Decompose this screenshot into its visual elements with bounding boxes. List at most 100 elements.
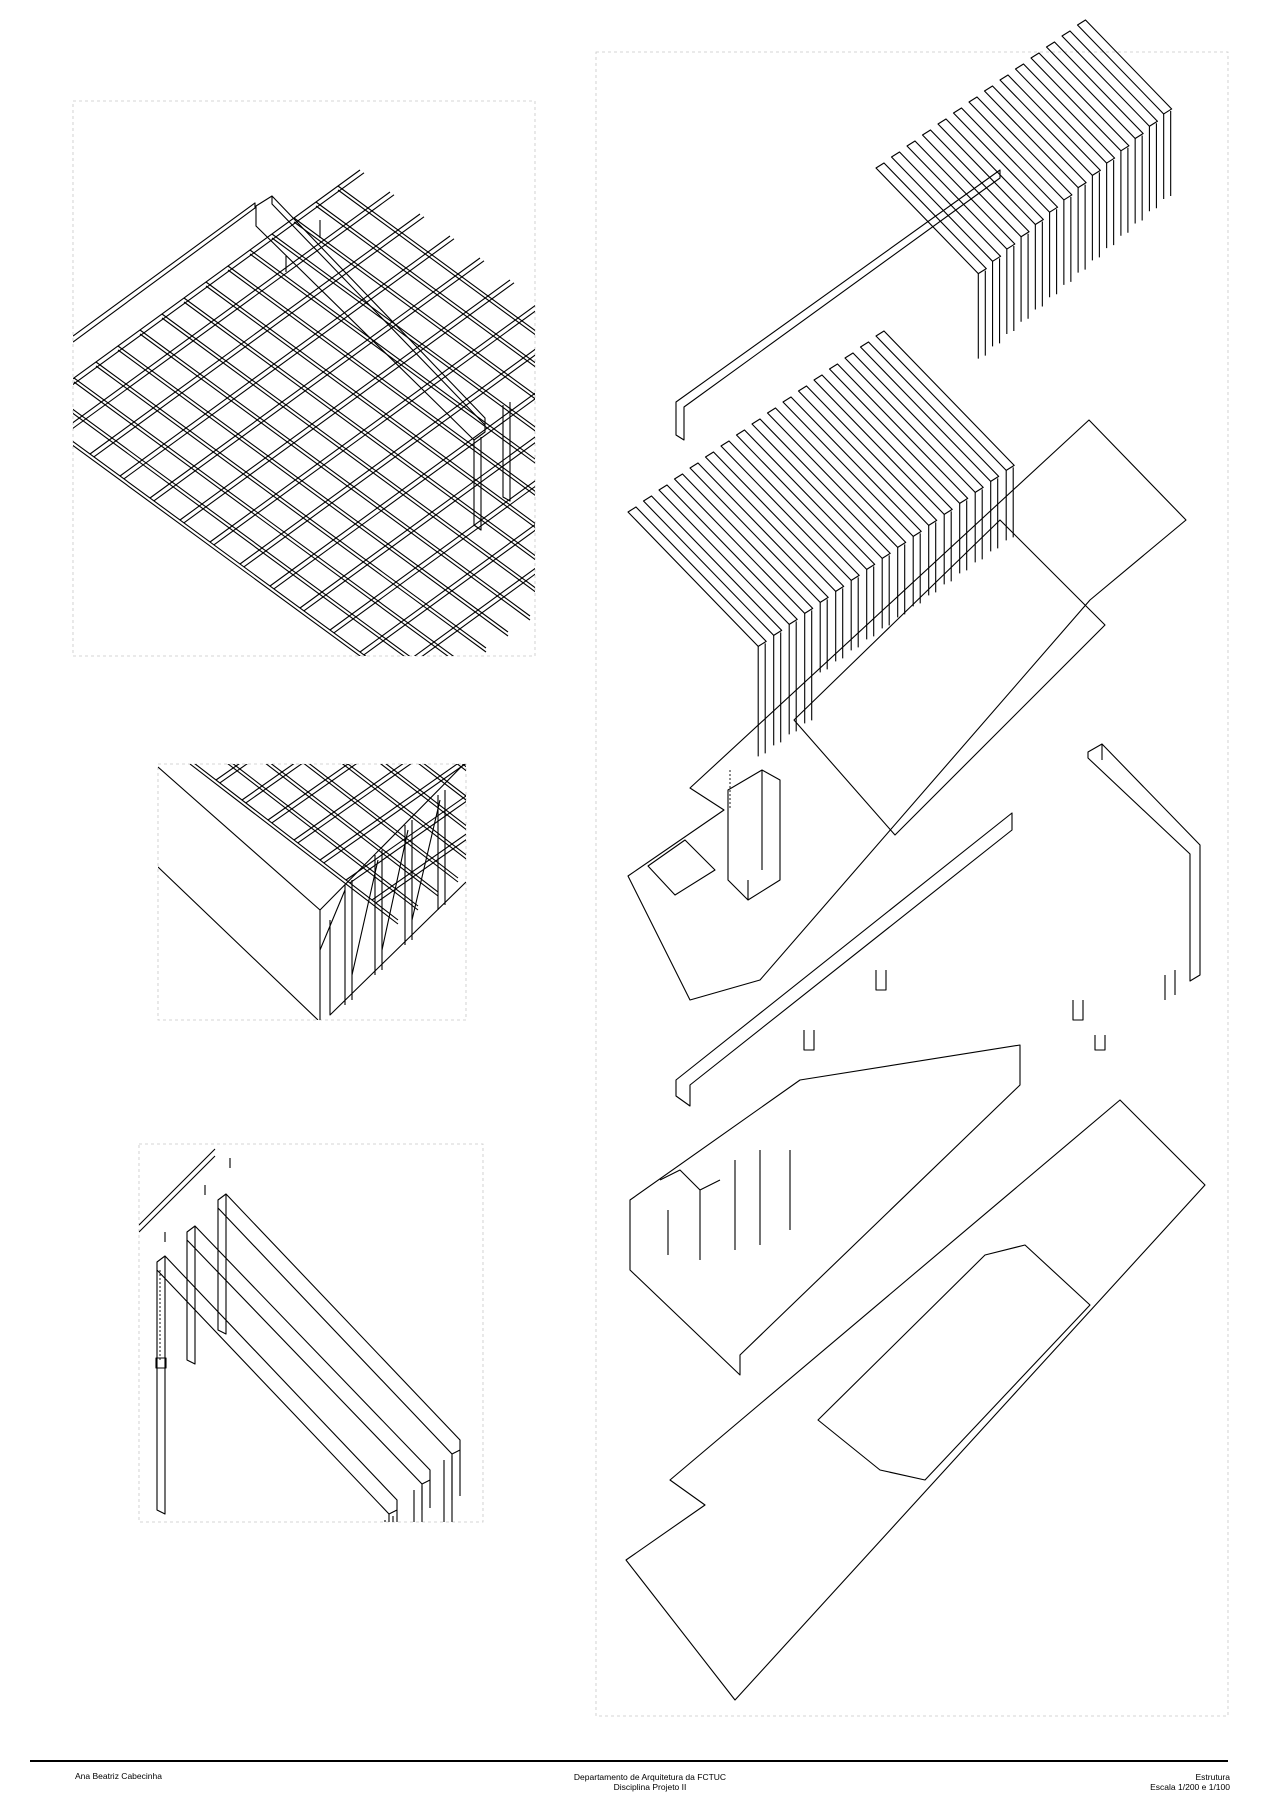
roof-frame-column [1006, 246, 1015, 335]
roof-frame-beam [751, 418, 891, 559]
truss-beam [190, 648, 354, 763]
ground-floor-walls [629, 743, 1201, 1376]
roof-frame-beam [828, 363, 969, 504]
roof-frame-beam [782, 396, 922, 537]
roof-frame-beam [735, 429, 876, 570]
viewport-frame-portal-detail [138, 1143, 484, 1523]
roof-joist [161, 313, 535, 593]
course-name: Disciplina Projeto II [613, 1782, 687, 1792]
roof-frame-column [992, 258, 1001, 347]
truss-beam-grid [189, 648, 466, 925]
upper-floor-slab [627, 419, 1187, 1001]
roof-frame-beam [937, 118, 1044, 226]
roof-edge-wall [73, 202, 256, 343]
institution-block: Departamento de Arquitetura da FCTUC Dis… [500, 1772, 800, 1792]
roof-frame-beam [1030, 52, 1130, 152]
roof-frame-column [928, 522, 937, 596]
roof-frame-beam [999, 74, 1101, 176]
roof-frame-column [866, 566, 875, 640]
roof-joist [249, 249, 535, 464]
roof-frame-beam [704, 451, 845, 592]
roof-frame-beam [797, 385, 938, 526]
viewport-frame-roof-grid [72, 100, 536, 657]
transfer-beam-columns [285, 220, 511, 531]
portal-frame-detail [139, 1148, 461, 1522]
roof-beam [73, 191, 395, 429]
roof-joist [183, 297, 535, 561]
truss-beam [215, 764, 248, 784]
roof-frame-beam [1014, 63, 1116, 164]
roof-joist [271, 233, 535, 432]
portal-columns [384, 1456, 453, 1522]
roof-frame-column [1091, 172, 1100, 261]
roof-joist [117, 345, 509, 637]
roof-beam [359, 524, 535, 656]
roof-frame-beam [689, 462, 829, 603]
roof-frame-beam [658, 484, 798, 625]
roof-frame-column [1020, 233, 1029, 322]
roof-frame-beam [890, 151, 1002, 262]
transfer-beam [255, 195, 486, 441]
roof-frame-column [1134, 135, 1143, 224]
roof-beam [413, 567, 535, 656]
roof-frame-beam [813, 374, 953, 515]
roof-frame-beam [921, 129, 1030, 238]
roof-frame-beam [720, 440, 860, 581]
footer-rule [30, 1760, 1228, 1762]
roof-frame-column [788, 621, 797, 735]
roof-frame-beam [844, 352, 984, 493]
truss-posts [319, 790, 446, 1005]
roof-beam [329, 480, 535, 634]
roof-frame-beam [627, 506, 767, 647]
roof-frame-column [757, 643, 766, 757]
truss-beam [241, 764, 303, 804]
roof-frame-beam [1061, 30, 1158, 127]
portal-beam-1 [155, 1255, 398, 1522]
roof-beam-grid [73, 169, 535, 656]
roof-frame-layer [627, 19, 1173, 757]
roof-frame-beam [968, 96, 1073, 201]
roof-frame-column [1005, 467, 1014, 541]
roof-frame-beam [1045, 41, 1144, 140]
roof-frame-column [1034, 221, 1043, 310]
truss-joist [265, 764, 439, 897]
author-name: Ana Beatriz Cabecinha [75, 1771, 162, 1781]
viewport-frame-exploded-axonometric [595, 51, 1229, 1717]
roof-frame-beam [859, 341, 1000, 482]
roof-frame-column [850, 577, 859, 651]
roof-frame-column [959, 500, 968, 574]
truss-joist [341, 764, 466, 860]
roof-frame-beam [642, 495, 783, 636]
truss-joist [303, 764, 459, 883]
roof-joist [315, 201, 535, 368]
roof-frame-column [1148, 123, 1157, 212]
roof-joist [73, 377, 455, 656]
roof-joist [73, 408, 411, 656]
portal-beam-3 [217, 1193, 461, 1500]
roof-frame-column [1049, 209, 1058, 298]
roof-grid-detail [73, 169, 535, 656]
sheet-title: Estrutura [1195, 1772, 1231, 1782]
roof-beam [89, 213, 425, 458]
foundation-slab [625, 1099, 1206, 1701]
roof-frame-column [1063, 196, 1072, 285]
portal-beam-2 [186, 1225, 431, 1510]
roof-frame-column [1077, 184, 1086, 273]
roof-frame-beam [875, 330, 1015, 471]
roof-frame-column [1163, 110, 1172, 199]
roof-beam [119, 235, 455, 480]
roof-frame-column [977, 270, 986, 359]
roof-frame-column [773, 632, 782, 746]
sheet-scale: Escala 1/200 e 1/100 [1150, 1782, 1230, 1792]
roof-joist [139, 329, 531, 621]
roof-frame-beam [875, 162, 987, 275]
exploded-axonometric [625, 19, 1206, 1701]
roof-joist [73, 440, 367, 656]
roof-beam [73, 169, 365, 386]
roof-frame-column [974, 489, 983, 563]
roof-frame-column [897, 544, 906, 618]
roof-frame-beam [766, 407, 907, 548]
truss-joist [227, 764, 419, 911]
roof-beam [239, 348, 535, 568]
